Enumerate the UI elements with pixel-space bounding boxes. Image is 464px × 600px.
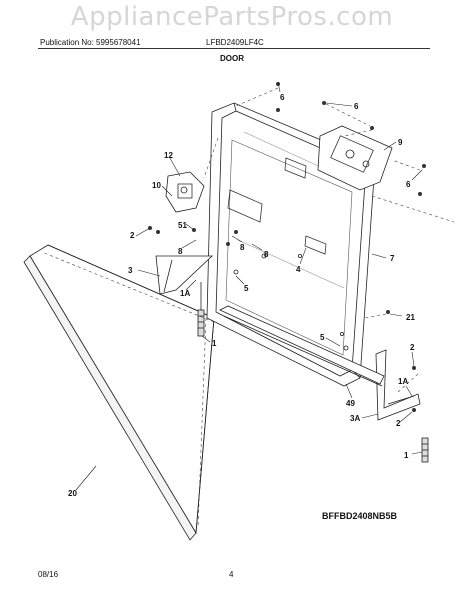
callout-6-screw: 6 (354, 102, 359, 111)
callout-1A-right: 1A (398, 377, 408, 386)
callout-1-right: 1 (404, 451, 409, 460)
callout-6-right: 6 (406, 180, 411, 189)
diagram-code: BFFBD2408NB5B (322, 511, 398, 521)
model-number: LFBD2409LF4C (206, 38, 264, 47)
callout-9: 9 (398, 138, 403, 147)
watermark: AppliancePartsPros.com (70, 2, 394, 32)
callout-5-lower: 5 (320, 333, 325, 342)
revision-date: 08/16 (38, 570, 59, 579)
left-spring (197, 282, 205, 337)
right-spring (421, 437, 429, 463)
callout-20: 20 (68, 489, 77, 498)
callout-8-b: 8 (264, 250, 269, 259)
callout-1A-left: 1A (180, 289, 190, 298)
callout-2-bottom: 2 (396, 419, 401, 428)
section-title: DOOR (220, 54, 244, 63)
door-latch (165, 171, 205, 213)
callout-10: 10 (152, 181, 161, 190)
callout-2-right: 2 (410, 343, 415, 352)
detergent-dispenser (317, 125, 393, 191)
header-rule (38, 48, 430, 49)
callout-1-left: 1 (212, 339, 217, 348)
callout-21: 21 (406, 313, 415, 322)
publication-number: Publication No: 5995678041 (40, 38, 141, 47)
callout-3: 3 (128, 266, 133, 275)
right-hinge (375, 349, 421, 421)
callout-4: 4 (296, 265, 301, 274)
callout-7: 7 (390, 254, 395, 263)
callout-49: 49 (346, 399, 355, 408)
callout-12: 12 (164, 151, 173, 160)
callout-8-a: 8 (240, 243, 245, 252)
callout-5-upper: 5 (244, 284, 249, 293)
callout-3A: 3A (350, 414, 360, 423)
left-hinge (155, 255, 214, 295)
callout-51: 51 (178, 221, 187, 230)
door-bottom-seal (219, 305, 385, 385)
callout-6-top: 6 (280, 93, 285, 102)
callout-2-left: 2 (130, 231, 135, 240)
page-number: 4 (229, 570, 234, 579)
callout-8-c: 8 (178, 247, 183, 256)
